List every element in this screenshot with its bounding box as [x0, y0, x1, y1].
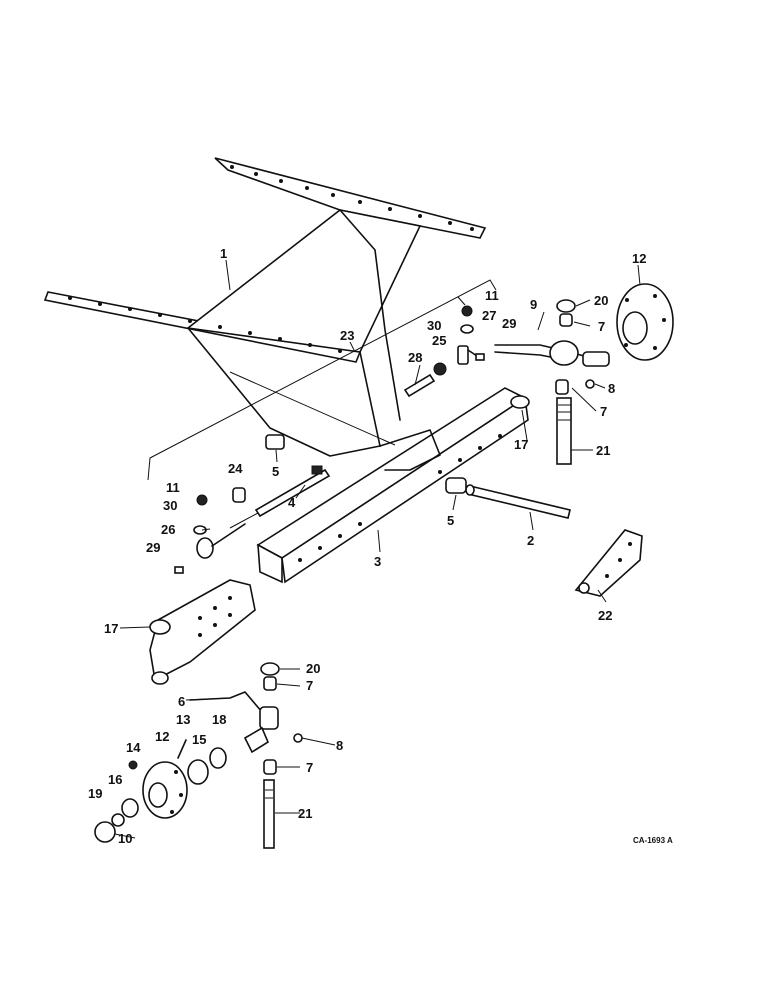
callout-19: 19 [88, 786, 102, 801]
leader-lines [114, 259, 641, 839]
callout-21-right: 21 [596, 443, 610, 458]
callout-15: 15 [192, 732, 206, 747]
callout-4: 4 [288, 495, 296, 510]
callout-5-lower: 5 [447, 513, 454, 528]
callout-30-lower: 30 [163, 498, 177, 513]
spindle-parts-right [555, 299, 595, 465]
axle-beam-part-3 [256, 387, 529, 584]
callout-28: 28 [408, 350, 422, 365]
callout-16: 16 [108, 772, 122, 787]
callout-2: 2 [527, 533, 534, 548]
callout-22: 22 [598, 608, 612, 623]
callout-5-upper: 5 [272, 464, 279, 479]
callout-labels: 1 2 3 4 5 5 6 7 7 7 7 8 8 9 10 11 11 12 … [88, 246, 673, 846]
drawing-code: CA-1693 A [633, 836, 673, 845]
steering-arm-part-9 [494, 340, 610, 367]
callout-25: 25 [432, 333, 446, 348]
callout-21-left: 21 [298, 806, 312, 821]
callout-20-right: 20 [594, 293, 608, 308]
section-line-part-23 [147, 279, 497, 481]
steering-plate-part-22 [574, 529, 643, 597]
callout-27: 27 [482, 308, 496, 323]
frame-bolt-holes [68, 165, 474, 353]
callout-20-left: 20 [306, 661, 320, 676]
callout-29-right: 29 [502, 316, 516, 331]
callout-12-left: 12 [155, 729, 169, 744]
spindle-parts-left [189, 662, 303, 849]
axle-beam-holes [298, 434, 502, 562]
callout-17-right: 17 [514, 437, 528, 452]
callout-17-left: 17 [104, 621, 118, 636]
callout-9: 9 [530, 297, 537, 312]
callout-11-lower: 11 [166, 480, 180, 495]
callout-8-left: 8 [336, 738, 343, 753]
callout-14: 14 [126, 740, 141, 755]
callout-8-right: 8 [608, 381, 615, 396]
callout-11-upper: 11 [485, 288, 499, 303]
callout-1: 1 [220, 246, 227, 261]
callout-7-left-lower: 7 [306, 760, 313, 775]
callout-29-left: 29 [146, 540, 160, 555]
wheel-hub-parts-left [94, 739, 227, 843]
callout-12-right: 12 [632, 251, 646, 266]
callout-30-upper: 30 [427, 318, 441, 333]
callout-18: 18 [212, 712, 226, 727]
axle-extension-part-17-left [149, 579, 256, 685]
callout-7-right-lower: 7 [600, 404, 607, 419]
tie-rod-part-4 [229, 465, 331, 529]
tie-rod-end-parts-left [174, 305, 485, 574]
tie-rod-end-parts-25-27-28 [403, 345, 481, 398]
callout-6: 6 [178, 694, 185, 709]
wheel-hub-part-12-right [616, 283, 674, 361]
bushing-part-5-lower [445, 477, 467, 494]
callout-13: 13 [176, 712, 190, 727]
callout-3: 3 [374, 554, 381, 569]
bushing-part-5-upper [265, 434, 285, 450]
frame-part-1 [43, 157, 487, 457]
callout-7-right-upper: 7 [598, 319, 605, 334]
callout-23: 23 [340, 328, 354, 343]
callout-26: 26 [161, 522, 175, 537]
pivot-pin-part-2 [465, 484, 571, 519]
callout-24: 24 [228, 461, 243, 476]
axle-end-part-17-right [510, 395, 530, 409]
callout-7-left-upper: 7 [306, 678, 313, 693]
callout-10: 10 [118, 831, 132, 846]
